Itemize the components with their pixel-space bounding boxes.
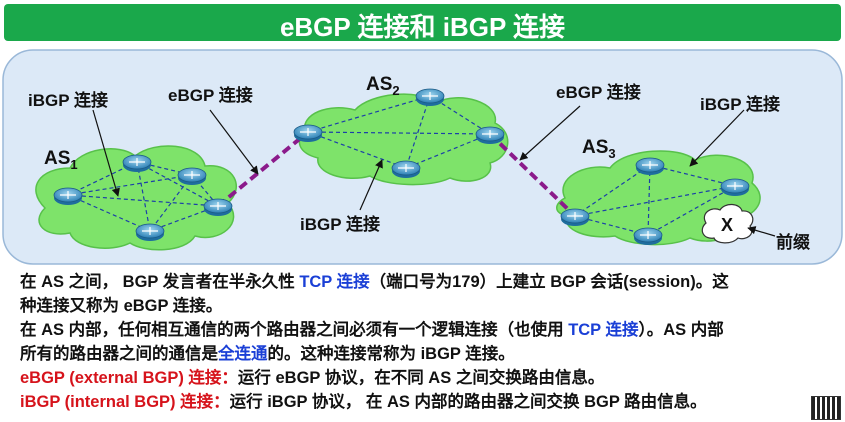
- paragraph1-line1: 在 AS 之间， BGP 发言者在半永久性 TCP 连接（端口号为179）上建立…: [20, 273, 729, 291]
- ebgp-links: [216, 130, 577, 218]
- x-node-label: X: [721, 215, 733, 235]
- router-icon: [475, 126, 505, 144]
- title-bar: eBGP 连接和 iBGP 连接: [4, 4, 841, 42]
- prefix-x-cloud: X: [701, 203, 754, 244]
- def-ibgp-term: iBGP (internal BGP) 连接：: [20, 393, 230, 411]
- paragraph2-line2: 所有的路由器之间的通信是全连通的。这种连接常称为 iBGP 连接。: [20, 345, 515, 363]
- router-icon: [203, 198, 233, 216]
- paragraph1-line2: 种连接又称为 eBGP 连接。: [20, 297, 223, 315]
- router-icon: [391, 160, 421, 178]
- def-ibgp: iBGP (internal BGP) 连接：运行 iBGP 协议， 在 AS …: [20, 393, 707, 411]
- annotation-arrows: [92, 105, 776, 237]
- full-mesh-term: 全连通: [218, 345, 268, 363]
- tcp-link-1: TCP 连接: [299, 273, 370, 291]
- router-icon: [415, 88, 445, 106]
- as2-ibgp-lines: [307, 95, 491, 169]
- bgp-diagram: X iBGP 连接 eBGP 连接 eBGP 连接 iBGP 连接 iBGP 连…: [2, 49, 843, 265]
- label-ebgp-top-right: eBGP 连接: [556, 82, 641, 102]
- tcp-link-2: TCP 连接: [568, 321, 639, 339]
- label-as3: AS3: [582, 137, 616, 161]
- label-as1: AS1: [44, 148, 78, 172]
- label-ebgp-top-left: eBGP 连接: [168, 85, 253, 105]
- router-icon: [135, 223, 165, 241]
- label-ibgp-top-right: iBGP 连接: [700, 94, 780, 114]
- def-ebgp-term: eBGP (external BGP) 连接：: [20, 369, 238, 387]
- label-ibgp-top-left: iBGP 连接: [28, 90, 108, 110]
- router-icon: [293, 124, 323, 142]
- routers: [53, 88, 750, 245]
- as2-cloud: [298, 93, 509, 186]
- router-icon: [720, 178, 750, 196]
- router-icon: [177, 167, 207, 185]
- label-prefix: 前缀: [776, 232, 811, 252]
- paragraph2-line1: 在 AS 内部，任何相互通信的两个路由器之间必须有一个逻辑连接（也使用 TCP …: [20, 321, 724, 339]
- router-icon: [122, 154, 152, 172]
- page-title: eBGP 连接和 iBGP 连接: [279, 12, 566, 42]
- label-ibgp-bottom: iBGP 连接: [300, 214, 380, 234]
- router-icon: [560, 208, 590, 226]
- router-icon: [53, 187, 83, 205]
- label-as2: AS2: [366, 74, 400, 98]
- def-ebgp: eBGP (external BGP) 连接：运行 eBGP 协议，在不同 AS…: [20, 369, 605, 387]
- as3-ibgp-lines: [574, 164, 736, 236]
- router-icon: [635, 157, 665, 175]
- qr-code-icon: [811, 396, 841, 420]
- router-icon: [633, 227, 663, 245]
- description-text: 在 AS 之间， BGP 发言者在半永久性 TCP 连接（端口号为179）上建立…: [20, 270, 838, 414]
